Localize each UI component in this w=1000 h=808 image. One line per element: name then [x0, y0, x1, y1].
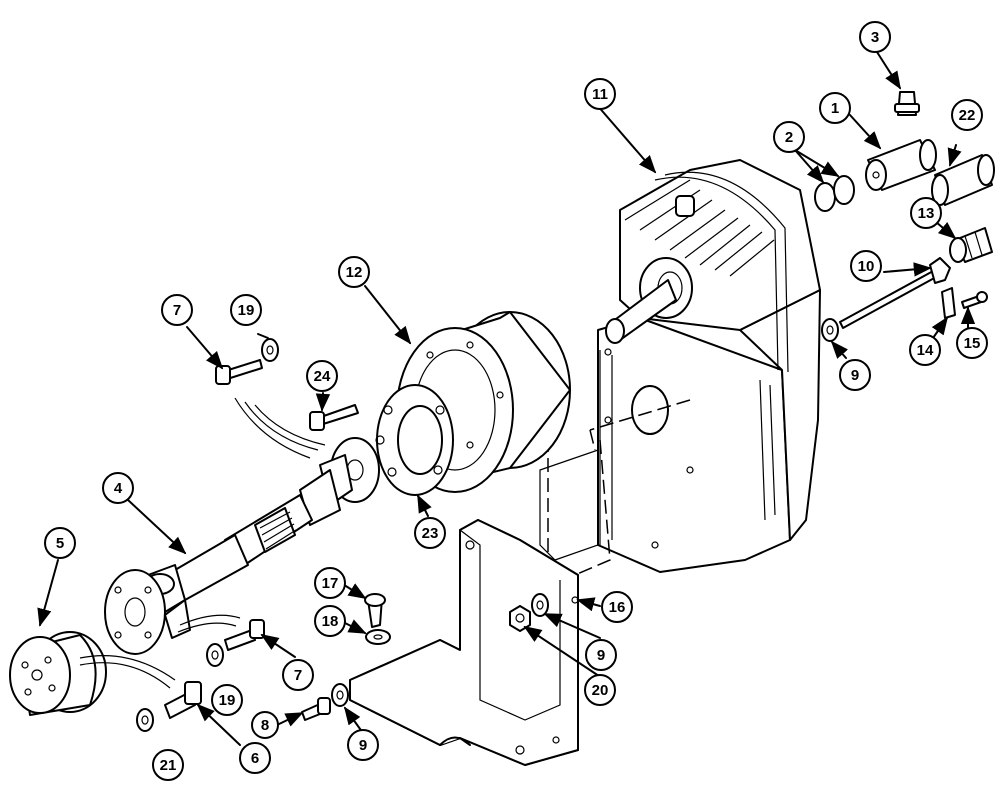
callouts: 1 2 3 4 5 6 7 7 8 9 9 9 10 11 12 13 14 1… [44, 21, 988, 781]
callout-12: 12 [338, 256, 370, 288]
svg-text:14: 14 [917, 342, 934, 359]
svg-text:13: 13 [918, 205, 935, 222]
callout-14: 14 [909, 334, 941, 366]
svg-text:1: 1 [831, 100, 839, 117]
callout-13: 13 [910, 197, 942, 229]
callout-9-right-upper: 9 [839, 359, 871, 391]
callout-6: 6 [239, 742, 271, 774]
callout-7-lower: 7 [282, 659, 314, 691]
svg-text:19: 19 [238, 302, 255, 319]
callout-22: 22 [951, 99, 983, 131]
callout-15: 15 [956, 327, 988, 359]
callout-3: 3 [859, 21, 891, 53]
callout-19-lower: 19 [211, 684, 243, 716]
callout-7-upper: 7 [161, 294, 193, 326]
callout-11: 11 [584, 78, 616, 110]
callout-24: 24 [306, 360, 338, 392]
callout-4: 4 [102, 472, 134, 504]
svg-text:19: 19 [219, 692, 236, 709]
callout-1: 1 [819, 92, 851, 124]
callout-20: 20 [584, 674, 616, 706]
svg-text:22: 22 [959, 107, 976, 124]
adapter-flange [375, 384, 454, 496]
svg-text:4: 4 [114, 480, 123, 497]
callout-16: 16 [601, 591, 633, 623]
callout-5: 5 [44, 527, 76, 559]
gearbox-housing [539, 159, 821, 573]
svg-text:21: 21 [160, 757, 177, 774]
svg-text:3: 3 [871, 29, 879, 46]
svg-text:18: 18 [322, 613, 339, 630]
callout-23: 23 [414, 517, 446, 549]
svg-text:24: 24 [314, 368, 331, 385]
svg-text:11: 11 [592, 86, 608, 103]
svg-text:17: 17 [322, 575, 339, 592]
svg-text:9: 9 [851, 367, 859, 384]
svg-text:23: 23 [422, 525, 439, 542]
callout-8: 8 [251, 711, 279, 739]
callout-19-upper: 19 [230, 294, 262, 326]
svg-text:8: 8 [261, 717, 269, 734]
svg-text:7: 7 [173, 302, 181, 319]
callout-9-right-lower: 9 [585, 639, 617, 671]
callout-17: 17 [314, 567, 346, 599]
svg-text:9: 9 [359, 737, 367, 754]
svg-text:15: 15 [964, 335, 981, 352]
svg-text:6: 6 [251, 750, 259, 767]
svg-text:7: 7 [294, 667, 302, 684]
svg-text:20: 20 [592, 682, 609, 699]
mounting-bracket [349, 519, 579, 766]
svg-text:9: 9 [597, 647, 605, 664]
fasteners [136, 91, 995, 732]
adapter-hub [9, 631, 107, 716]
callout-21: 21 [152, 749, 184, 781]
svg-text:5: 5 [56, 535, 64, 552]
svg-text:2: 2 [785, 129, 793, 146]
drive-shaft [104, 437, 380, 655]
callout-9-lower: 9 [347, 729, 379, 761]
callout-10: 10 [850, 250, 882, 282]
leader-lines [37, 51, 976, 746]
svg-text:10: 10 [858, 258, 875, 275]
svg-text:12: 12 [346, 264, 363, 281]
callout-2: 2 [773, 121, 805, 153]
callout-18: 18 [314, 605, 346, 637]
svg-text:16: 16 [609, 599, 626, 616]
